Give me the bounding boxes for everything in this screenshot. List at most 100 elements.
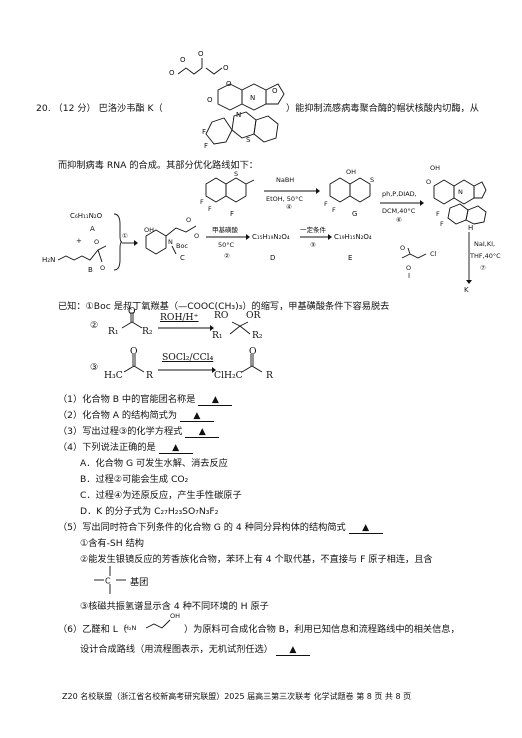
svg-text:F: F	[440, 220, 444, 228]
label-b: B	[88, 266, 93, 274]
known-3-arrow	[158, 367, 216, 373]
label-g: G	[352, 210, 358, 218]
compound-i-chlorine: Cl	[430, 250, 437, 258]
step-2-number: ②	[224, 252, 230, 260]
known-3-product	[241, 354, 263, 373]
svg-text:OH: OH	[346, 168, 356, 176]
step-4-number: ④	[286, 203, 292, 211]
known-2-ketal	[229, 321, 251, 335]
reagent-step-7-bottom: THF,40°C	[470, 252, 501, 260]
step-7-number: ⑦	[480, 264, 486, 272]
q5-condition-2: ②能发生银镜反应的芳香族化合物，苯环上有 4 个取代基，不直接与 F 原子相连，…	[80, 554, 433, 565]
svg-text:F: F	[204, 142, 208, 150]
known-2-arrow	[158, 325, 214, 331]
known-2-ro: RO	[214, 310, 229, 321]
svg-text:O: O	[426, 178, 431, 186]
known-3-r: R	[146, 370, 153, 381]
known-2-reagent: ROH/H⁺	[160, 312, 199, 323]
reagent-step-3-top: 一定条件	[300, 226, 326, 234]
arrow-h-to-k	[466, 232, 472, 284]
svg-text:O: O	[186, 216, 191, 224]
arrow-step-2	[206, 234, 250, 240]
svg-text:O: O	[272, 87, 278, 95]
reagent-step-4-bottom: EtOH, 50°C	[266, 195, 303, 203]
q4-option-a: A．化合物 G 可发生水解、消去反应	[80, 458, 228, 469]
q2-answer-blank[interactable]: ▲	[179, 410, 214, 422]
q3-answer-blank[interactable]: ▲	[185, 426, 220, 438]
known-3-reactant	[123, 354, 145, 373]
svg-text:O: O	[194, 232, 199, 240]
known-3-h3c: H₃C	[104, 370, 123, 381]
svg-text:N: N	[236, 111, 241, 119]
svg-text:N: N	[250, 94, 255, 102]
svg-text:S: S	[370, 176, 374, 184]
boc-label: Boc	[176, 242, 189, 250]
label-e: E	[348, 254, 353, 262]
svg-text:O: O	[100, 264, 105, 272]
q4-option-c: C．过程④为还原反应，产生手性碳原子	[80, 490, 242, 501]
q4-answer-blank[interactable]: ▲	[158, 442, 193, 454]
q4-option-d: D．K 的分子式为 C₂₇H₂₃SO₇N₃F₂	[80, 506, 219, 517]
svg-text:C: C	[105, 577, 111, 586]
known-3-product-r: R	[266, 370, 273, 381]
reagent-step-6-top: ph,P,DIAD,	[382, 190, 417, 198]
q3-text: （3）写出过程③的化学方程式	[58, 426, 183, 437]
known-info-1: 已知：①Boc 是叔丁氧羰基（—COOC(CH₃)₃）的缩写，甲基磺酸条件下容易…	[58, 301, 390, 312]
svg-text:O: O	[169, 69, 175, 77]
known-2-number: ②	[90, 320, 99, 331]
step-6-number: ⑥	[396, 216, 402, 224]
svg-text:O: O	[198, 50, 204, 58]
reagent-step-4-top: NaBH	[276, 176, 295, 184]
step-1-number: ①	[122, 232, 128, 240]
label-h: H	[468, 224, 474, 232]
brace-a-b	[113, 213, 122, 271]
svg-text:OH: OH	[144, 226, 154, 234]
known-3-product-oxygen: O	[249, 346, 257, 357]
q6-answer-blank[interactable]: ▲	[275, 644, 310, 656]
q5-quaternary-carbon-group: C	[94, 566, 126, 594]
compound-l-amine: H₂N	[124, 624, 137, 632]
question-score: （12 分）	[53, 103, 96, 114]
formula-d: C₁₅H₁₉N₂O₄	[252, 233, 290, 241]
known-3-oxygen: O	[130, 346, 138, 357]
svg-text:S: S	[246, 136, 251, 144]
svg-text:S: S	[234, 170, 238, 178]
step-3-number: ③	[310, 241, 316, 249]
question-number: 20.	[36, 103, 51, 114]
svg-text:O: O	[94, 238, 99, 246]
q1-answer-blank[interactable]: ▲	[198, 394, 233, 406]
svg-text:O: O	[223, 64, 229, 72]
known-2-ketal-r2: R₂	[252, 330, 263, 341]
q5-condition-3: ③核磁共振氢谱显示含 4 种不同环境的 H 原子	[80, 601, 269, 612]
question-intro-continued: ）能抑制流感病毒聚合酶的帽状核酸内切酶，从	[286, 103, 479, 114]
known-2-r2: R₂	[142, 326, 153, 337]
svg-text:F: F	[436, 210, 440, 218]
q5-answer-blank[interactable]: ▲	[348, 522, 383, 534]
known-2-oxygen: O	[128, 306, 136, 317]
q2-text: （2）化合物 A 的结构简式为	[58, 410, 178, 421]
known-2-or: OR	[246, 310, 261, 321]
svg-text:F: F	[324, 200, 328, 208]
compound-h-structure: OH O N F F	[426, 164, 487, 228]
label-a: A	[90, 225, 95, 233]
reagent-step-6-bottom: DCM,40°C	[382, 207, 416, 215]
page-footer: Z20 名校联盟（浙江省名校新高考研究联盟）2025 届高三第三次联考 化学试题…	[62, 692, 412, 701]
q4-option-b: B．过程②可能会生成 CO₂	[80, 474, 189, 485]
q5-text: （5）写出同时符合下列条件的化合物 G 的 4 种同分异构体的结构简式	[58, 522, 346, 533]
compound-i-structure: O O	[400, 244, 427, 272]
known-2-r1: R₁	[108, 326, 119, 337]
svg-text:F: F	[200, 198, 204, 206]
reagent-step-2-bottom: 50°C	[218, 241, 235, 249]
arrow-step-3	[300, 234, 332, 240]
compound-g-structure: OH S F F	[324, 168, 374, 212]
svg-text:F: F	[208, 205, 212, 212]
label-d: D	[270, 254, 276, 262]
label-f: F	[230, 210, 235, 218]
formula-e: C₁₉H₁₅N₂O₄	[334, 233, 372, 241]
known-2-ketal-r1: R₁	[212, 330, 223, 341]
arrow-step-1	[122, 240, 138, 246]
q5-group-label: 基团	[130, 577, 149, 588]
q6-text-end: 设计合成路线（用流程图表示，无机试剂任选）	[80, 644, 273, 655]
compound-l-structure	[145, 619, 171, 629]
svg-text:N: N	[168, 238, 173, 246]
